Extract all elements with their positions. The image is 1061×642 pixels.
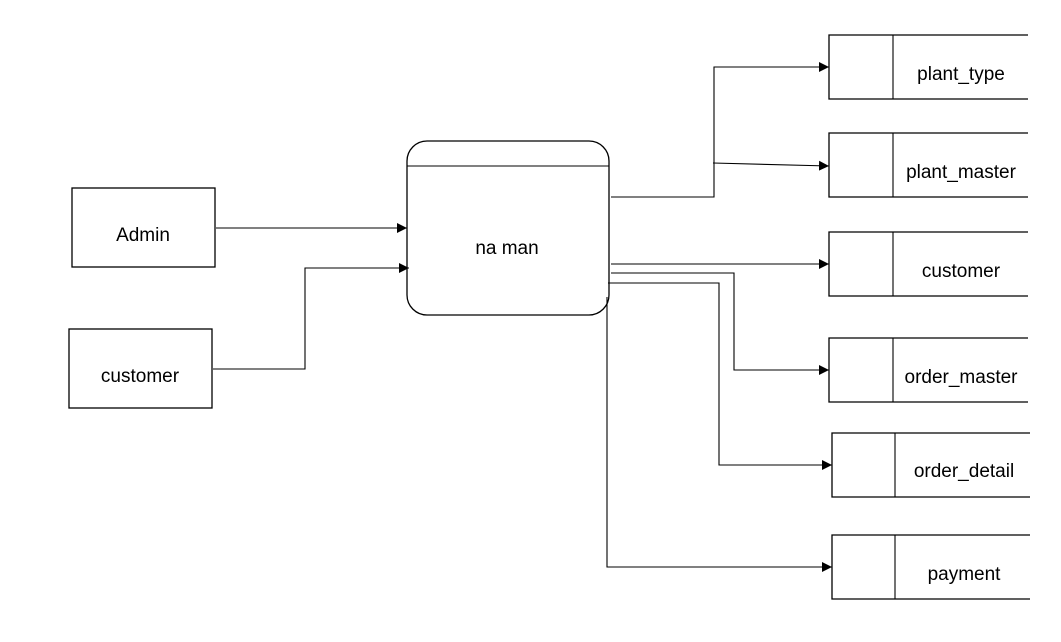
flow-customer-to-process (213, 263, 409, 370)
flow-process-to-order-detail (608, 282, 832, 470)
store-order-detail[interactable]: order_detail (831, 432, 1030, 498)
store-plant-master-label: plant_master (906, 162, 1017, 183)
process-label: na man (475, 238, 538, 259)
store-plant-type[interactable]: plant_type (828, 34, 1028, 100)
store-payment[interactable]: payment (831, 534, 1030, 600)
store-plant-type-label: plant_type (917, 64, 1005, 85)
store-order-detail-label: order_detail (914, 461, 1014, 482)
store-customer[interactable]: customer (828, 231, 1028, 297)
store-payment-label: payment (928, 564, 1002, 585)
process-na-man[interactable]: na man (406, 140, 610, 316)
store-plant-master[interactable]: plant_master (828, 132, 1028, 198)
store-order-master-label: order_master (905, 367, 1019, 388)
store-order-master[interactable]: order_master (828, 337, 1028, 403)
flow-process-to-payment (606, 297, 832, 572)
flow-process-to-order-master (611, 272, 829, 375)
entity-admin[interactable]: Admin (71, 187, 216, 268)
store-customer-label: customer (922, 261, 1001, 282)
entity-customer[interactable]: customer (68, 328, 213, 409)
entity-customer-label: customer (101, 366, 180, 387)
flow-process-to-plant-type (611, 62, 829, 198)
flow-process-to-plant-master (712, 160, 830, 171)
entity-admin-label: Admin (116, 225, 170, 246)
